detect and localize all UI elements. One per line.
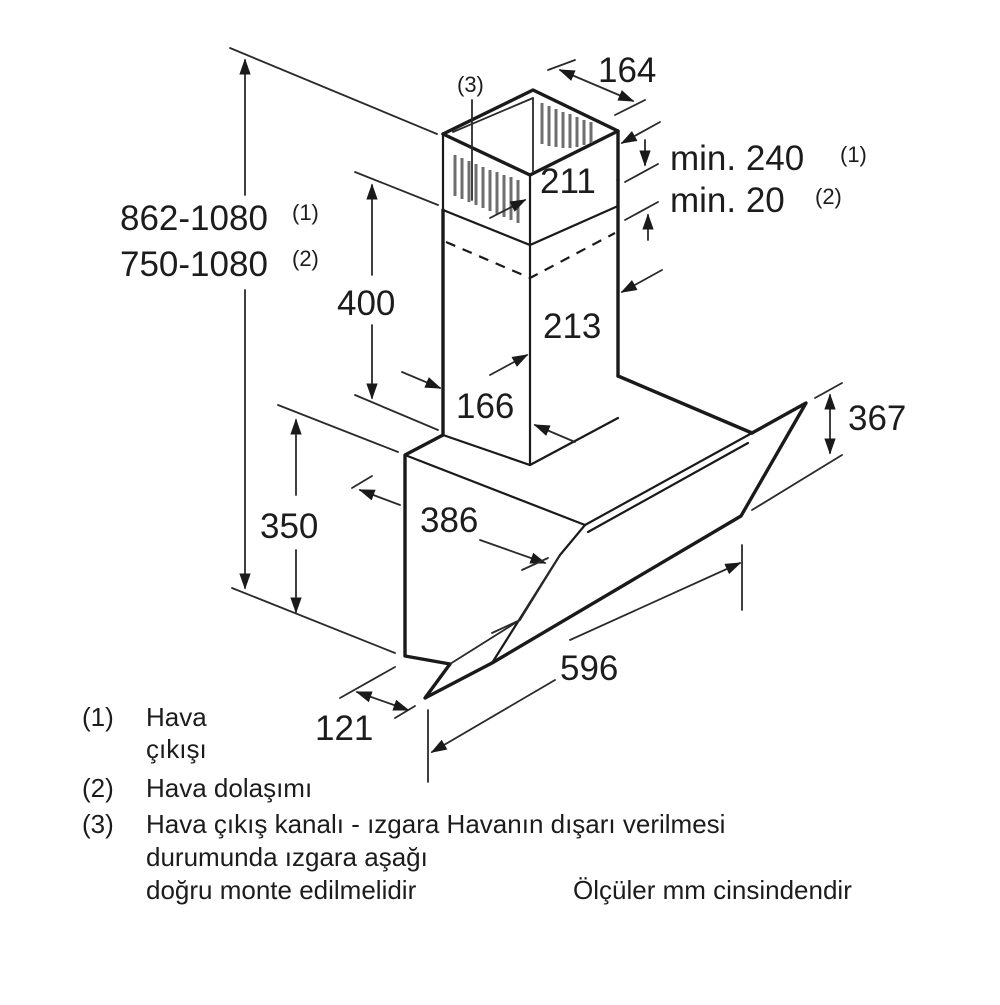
dim-body-depth: 386 xyxy=(420,501,478,540)
dim-total-height-recirc: 750-1080 xyxy=(120,245,268,284)
legend-text: doğru monte edilmelidir xyxy=(146,875,417,905)
hood-body xyxy=(403,374,754,666)
dim-glass-offset: 121 xyxy=(315,709,373,748)
dim-chimney-height: 400 xyxy=(337,284,395,323)
ref-total-height-outlet: (1) xyxy=(292,200,319,225)
legend-num: (1) xyxy=(82,702,114,732)
hood-outline xyxy=(403,88,808,700)
legend: (1) Hava çıkışı (2) Hava dolaşımı (3) Ha… xyxy=(82,702,852,905)
dim-glass-height: 367 xyxy=(848,399,906,438)
ref-clearance-recirc: (2) xyxy=(815,184,842,209)
legend-text: durumunda ızgara aşağı xyxy=(146,842,428,872)
legend-num: (3) xyxy=(82,809,114,839)
ref-clearance-outlet: (1) xyxy=(840,142,867,167)
unit-note: Ölçüler mm cinsindendir xyxy=(573,875,852,905)
dim-chimney-width-lower: 166 xyxy=(456,387,514,426)
glass-panel xyxy=(423,401,808,700)
legend-text: Hava çıkış kanalı - ızgara Havanın dışar… xyxy=(146,809,725,839)
dim-total-height-outlet: 862-1080 xyxy=(120,199,268,238)
legend-text: Hava xyxy=(146,702,207,732)
dim-clearance-outlet: min. 240 xyxy=(670,139,804,178)
legend-item-3: (3) Hava çıkış kanalı - ızgara Havanın d… xyxy=(82,809,725,905)
legend-item-2: (2) Hava dolaşımı xyxy=(82,773,312,803)
legend-item-1: (1) Hava çıkışı xyxy=(82,702,207,764)
callout-grille: (3) xyxy=(457,72,484,97)
dim-body-height: 350 xyxy=(260,507,318,546)
dim-clearance-recirc: min. 20 xyxy=(670,181,785,220)
legend-num: (2) xyxy=(82,773,114,803)
dim-chimney-depth-lower: 213 xyxy=(543,307,601,346)
dimension-lines xyxy=(229,47,843,783)
dim-width: 596 xyxy=(560,649,618,688)
grille-slats-back xyxy=(540,103,593,148)
legend-text: çıkışı xyxy=(146,734,207,764)
dimension-labels: 164 (3) 211 min. 240 (1) min. 20 (2) 862… xyxy=(120,51,906,748)
dim-chimney-width-top: 164 xyxy=(598,51,656,90)
dim-chimney-depth-top: 211 xyxy=(540,162,596,201)
lower-chimney xyxy=(441,178,620,467)
ref-total-height-recirc: (2) xyxy=(292,246,319,271)
legend-text: Hava dolaşımı xyxy=(146,773,312,803)
